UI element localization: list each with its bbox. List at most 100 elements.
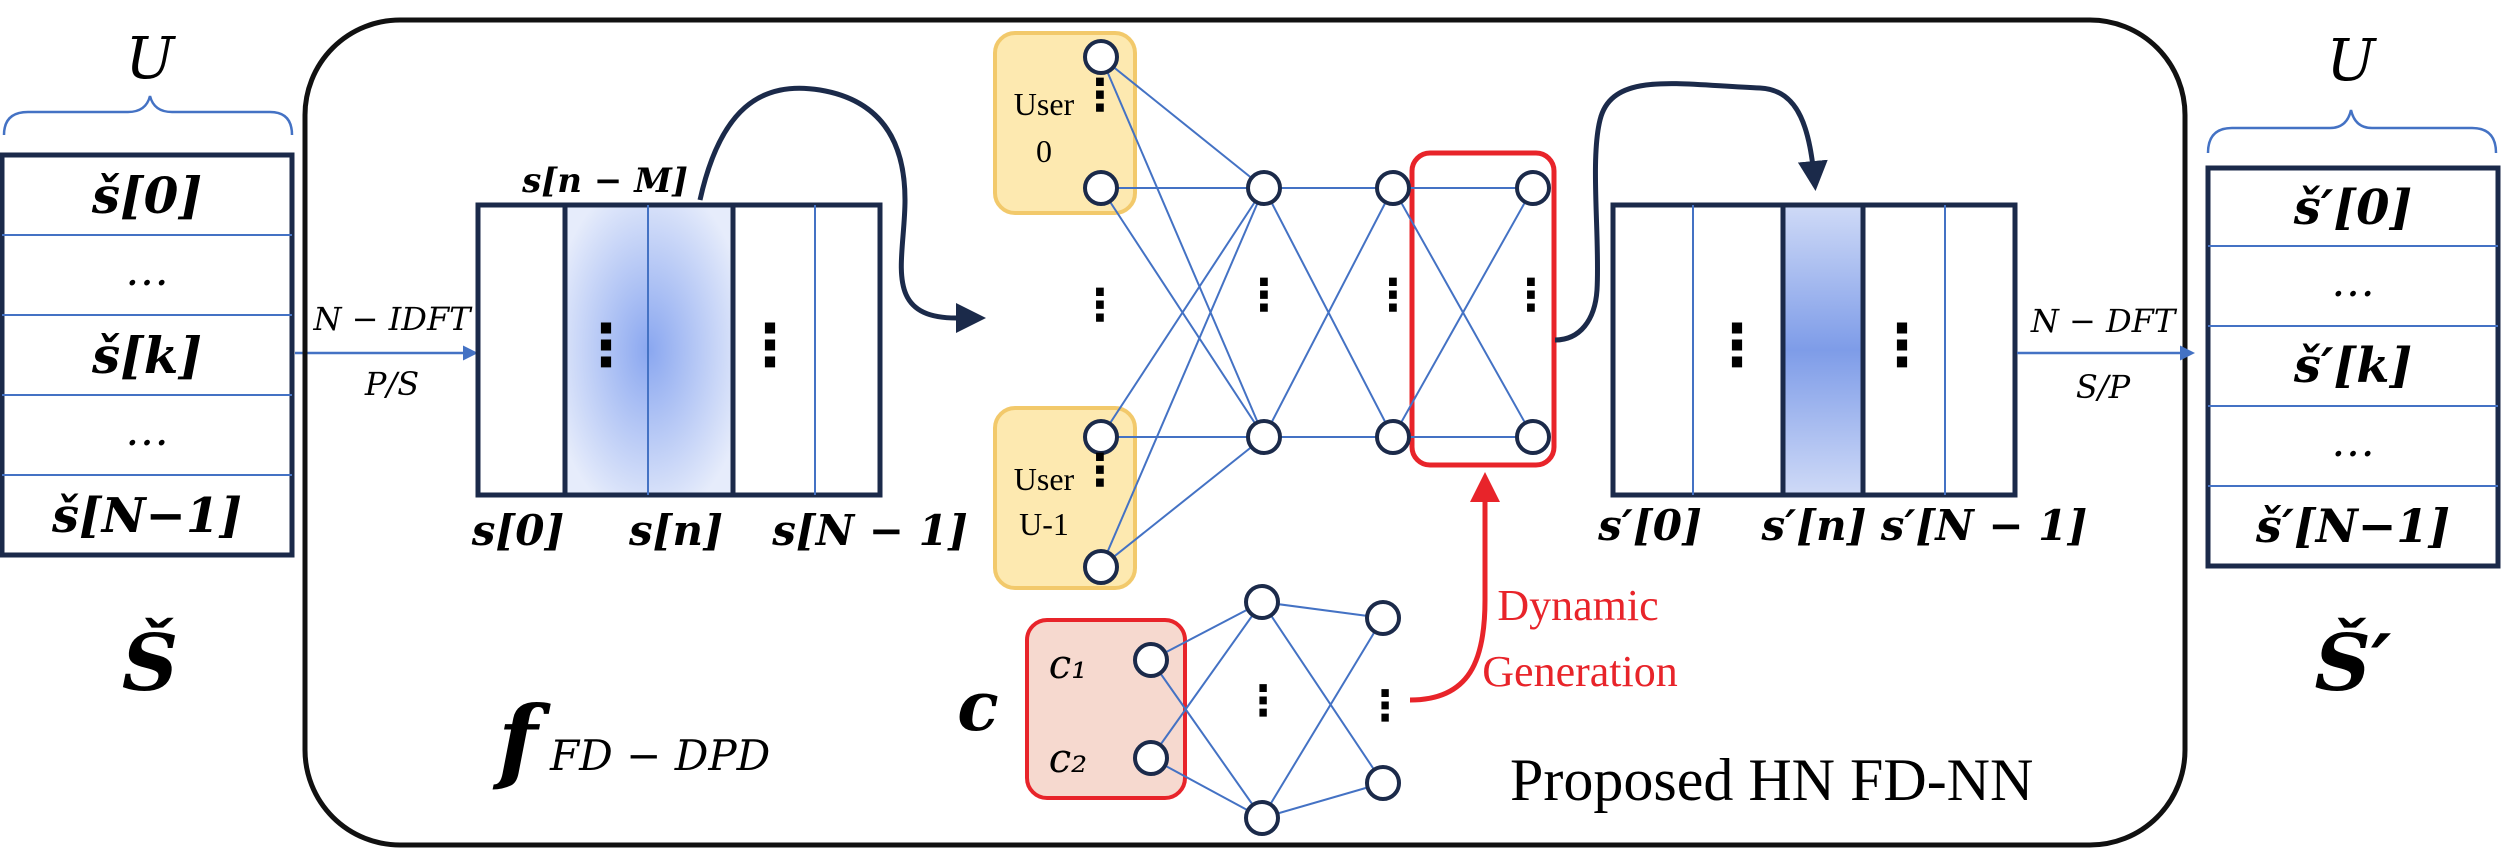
hidden-layer-2-dots: ⋮ xyxy=(1371,270,1415,321)
network-to-output-arrow xyxy=(1554,81,1828,343)
input-to-network-arrow xyxy=(697,85,986,333)
hypernet-output-neuron xyxy=(1365,600,1401,636)
hidden-neuron xyxy=(1246,419,1282,455)
network-edge xyxy=(1261,617,1384,819)
sp-label: S/P xyxy=(2076,368,2131,406)
main-panel xyxy=(302,17,2188,848)
output-neuron xyxy=(1515,170,1551,206)
right-brace-label: U xyxy=(2327,26,2378,94)
hypernet-hidden-neuron xyxy=(1244,800,1280,836)
user-0-dots: ⋮ xyxy=(1078,70,1122,121)
network-edge xyxy=(1261,601,1384,784)
network-edges xyxy=(1100,56,1534,568)
network-edge xyxy=(1150,601,1263,661)
right-row-4: š′[N−1] xyxy=(2255,499,2450,553)
left-row-3: … xyxy=(125,405,169,456)
network-edge xyxy=(1150,601,1263,759)
generated-layer-box xyxy=(1409,150,1557,468)
right-row-1: … xyxy=(2331,256,2375,307)
hidden-layer-1-dots: ⋮ xyxy=(1242,270,1286,321)
output-label-sn: s′[n] xyxy=(1761,501,1867,550)
right-matrix-box xyxy=(2205,165,2501,569)
network-edge xyxy=(1100,187,1265,568)
hidden-neuron xyxy=(1375,419,1411,455)
output-buffer: ⋮ ⋮ s′[0] s′[n] s′[N − 1] xyxy=(1597,202,2088,550)
user-u1-index: U-1 xyxy=(1019,506,1069,542)
hypernet-output-dots: ⋮ xyxy=(1364,681,1406,730)
user-u1-label: User xyxy=(1014,461,1075,497)
network-edge xyxy=(1263,187,1394,438)
network-edge xyxy=(1392,187,1534,438)
input-neuron xyxy=(1083,39,1119,75)
network-edge xyxy=(1100,56,1265,438)
hypernet-output-neuron xyxy=(1365,765,1401,801)
left-matrix-block: U š[0] … š[k] … š[N−1] Š xyxy=(0,24,295,709)
user-u1-dots: ⋮ xyxy=(1078,445,1122,496)
ps-label: P/S xyxy=(364,365,419,403)
input-label-sN1: s[N − 1] xyxy=(771,506,967,555)
dft-label: N − DFT xyxy=(2030,302,2178,340)
right-matrix-label: Š′ xyxy=(2315,617,2392,709)
hypernet-hidden-neuron xyxy=(1244,584,1280,620)
input-neuron xyxy=(1083,419,1119,455)
right-row-0: š′[0] xyxy=(2293,180,2413,236)
input-label-sn: s[n] xyxy=(628,506,723,555)
network-edge xyxy=(1100,436,1265,568)
right-row-2: š′[k] xyxy=(2293,338,2412,394)
left-brace-label: U xyxy=(126,24,177,92)
input-label-s0: s[0] xyxy=(471,506,565,555)
input-window-start-label: s[n − M] xyxy=(521,161,688,201)
condition-label: c xyxy=(957,667,998,747)
output-label-sN1: s′[N − 1] xyxy=(1880,501,2088,550)
output-sample-highlight xyxy=(1783,205,1863,495)
left-row-1: … xyxy=(125,245,169,296)
input-buffer: s[n − M] ⋮ ⋮ s[0] s[n] s[N − 1] xyxy=(471,161,968,555)
generation-label: Generation xyxy=(1482,647,1677,696)
left-matrix-label: Š xyxy=(122,617,178,709)
network-edge xyxy=(1261,601,1384,619)
hypernetwork: c c₁ c₂ ⋮ ⋮ Dynamic Generation xyxy=(957,472,1678,836)
condition-neuron xyxy=(1133,642,1169,678)
input-buffer-box xyxy=(475,202,883,498)
diagram-title: Proposed HN FD-NN xyxy=(1510,747,2033,813)
hidden-neuron xyxy=(1375,170,1411,206)
condition-neuron xyxy=(1133,740,1169,776)
hypernet-hidden-dots: ⋮ xyxy=(1242,676,1284,725)
network-edge xyxy=(1100,187,1265,438)
function-label: f xyxy=(492,686,551,794)
idft-label: N − IDFT xyxy=(313,300,474,338)
dft-arrow: N − DFT S/P xyxy=(2017,302,2195,406)
user-0-box xyxy=(993,31,1137,215)
users-between-dots: ⋮ xyxy=(1078,280,1122,331)
right-row-3: … xyxy=(2331,416,2375,467)
feature-network: User 0 User U-1 ⋮ ⋮ ⋮ ⋮ ⋮ ⋮ xyxy=(993,31,1557,590)
left-row-2: š[k] xyxy=(91,326,202,385)
user-0-index: 0 xyxy=(1036,133,1052,169)
network-edge xyxy=(1100,56,1265,189)
network-nodes xyxy=(1083,39,1551,585)
output-neuron xyxy=(1515,419,1551,455)
left-row-4: š[N−1] xyxy=(51,488,242,544)
left-matrix-box xyxy=(0,152,295,558)
idft-arrow: N − IDFT P/S xyxy=(295,300,478,403)
network-edge xyxy=(1150,659,1263,819)
output-tail-dots: ⋮ xyxy=(1873,311,1931,379)
hypernet-nodes xyxy=(1133,584,1401,836)
condition-c1: c₁ xyxy=(1049,642,1087,688)
hidden-neuron xyxy=(1246,170,1282,206)
output-buffer-box xyxy=(1610,202,2018,498)
dynamic-generation-arrow xyxy=(1409,472,1500,703)
hypernet-edges xyxy=(1150,601,1384,819)
output-label-s0: s′[0] xyxy=(1597,501,1702,550)
function-subscript: FD − DPD xyxy=(549,731,770,780)
output-layer-dots: ⋮ xyxy=(1509,270,1553,321)
network-edge xyxy=(1150,757,1263,819)
input-tail-dots: ⋮ xyxy=(741,311,799,379)
input-neuron xyxy=(1083,170,1119,206)
network-edge xyxy=(1261,782,1384,819)
right-brace xyxy=(2206,109,2498,154)
right-matrix-block: U š′[0] … š′[k] … š′[N−1] Š′ xyxy=(2205,26,2501,709)
output-head-dots: ⋮ xyxy=(1708,311,1766,379)
condition-c2: c₂ xyxy=(1049,736,1087,782)
